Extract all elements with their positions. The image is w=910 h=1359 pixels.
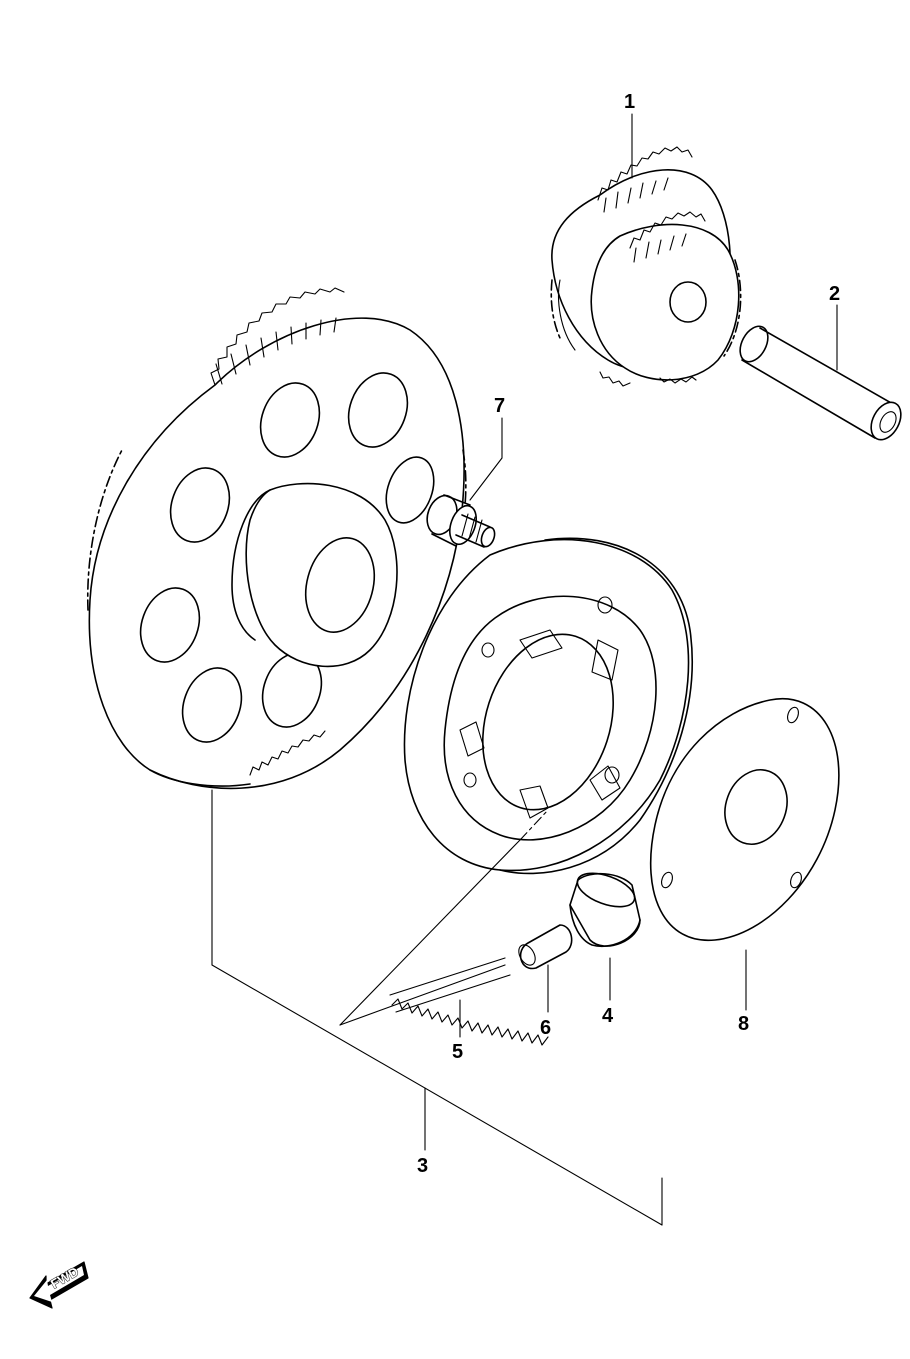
callout-8: 8 (738, 1013, 749, 1035)
fwd-badge: FWD (29, 1261, 89, 1309)
part-8-washer-plate (649, 697, 840, 942)
part-5-spring (389, 957, 549, 1046)
part-3-starter-gear (86, 287, 467, 790)
callout-7: 7 (494, 395, 505, 417)
part-2-shaft (739, 325, 902, 441)
part-1-idle-gear (550, 146, 742, 387)
leader-lines (211, 113, 838, 1226)
one-way-clutch-housing (403, 537, 693, 875)
callout-1: 1 (624, 91, 635, 113)
part-7-bolt (426, 494, 496, 548)
callout-3: 3 (417, 1155, 428, 1177)
callout-5: 5 (452, 1041, 463, 1063)
callout-2: 2 (829, 283, 840, 305)
callout-4: 4 (602, 1005, 614, 1027)
fwd-arrow-icon (29, 1261, 89, 1309)
callout-6: 6 (540, 1017, 551, 1039)
part-6-pin (518, 924, 573, 970)
part-4-roller (569, 872, 641, 947)
